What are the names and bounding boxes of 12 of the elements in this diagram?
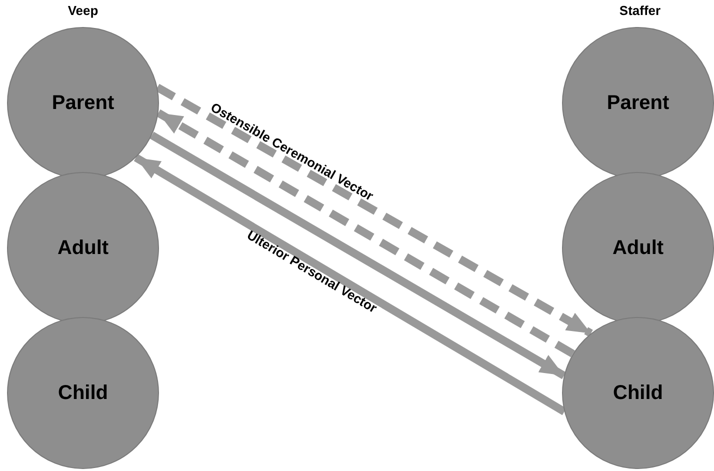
node-label: Adult xyxy=(612,236,664,260)
node-label: Child xyxy=(58,382,108,404)
arrow xyxy=(155,84,593,337)
node-label: Child xyxy=(613,382,663,404)
node-label: Adult xyxy=(57,236,109,260)
column-heading: Staffer xyxy=(619,3,661,18)
arrow xyxy=(134,154,566,416)
column-heading: Veep xyxy=(68,3,98,18)
arrow xyxy=(156,109,575,358)
node-label: Parent xyxy=(52,92,114,114)
node-label: Parent xyxy=(606,92,670,114)
arrow xyxy=(150,132,566,380)
